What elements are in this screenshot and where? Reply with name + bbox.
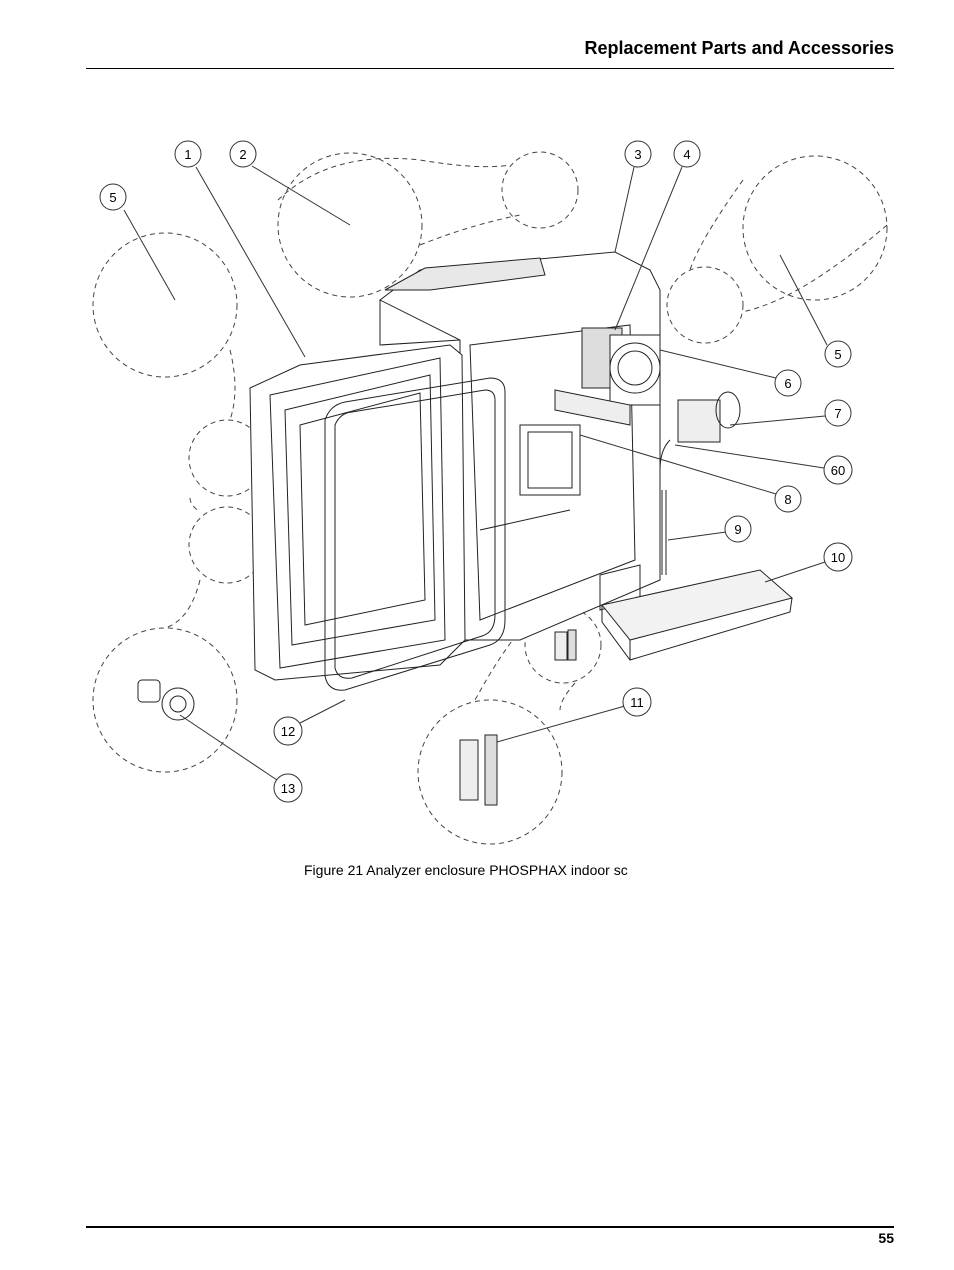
- enclosure-door: [249, 344, 466, 681]
- callout-markers: 1 2 3 4 5 5 6 7 60 8 9 10 11 12 13: [99, 140, 853, 803]
- svg-text:5: 5: [109, 190, 116, 205]
- svg-text:1: 1: [184, 147, 191, 162]
- door-gasket: [324, 377, 506, 691]
- leader-lines: [123, 165, 828, 781]
- header-rule: [86, 68, 894, 69]
- svg-text:13: 13: [281, 781, 295, 796]
- callout-9: 9: [724, 515, 752, 543]
- svg-text:3: 3: [634, 147, 641, 162]
- svg-text:6: 6: [784, 376, 791, 391]
- page-header-title: Replacement Parts and Accessories: [584, 38, 894, 58]
- callout-3: 3: [624, 140, 652, 168]
- callout-10: 10: [823, 542, 853, 572]
- callout-4: 4: [673, 140, 701, 168]
- page-number: 55: [878, 1230, 894, 1246]
- callout-1: 1: [174, 140, 202, 168]
- svg-text:8: 8: [784, 492, 791, 507]
- svg-text:12: 12: [281, 724, 295, 739]
- drip-tray: [601, 569, 794, 661]
- enclosure-body: [379, 251, 661, 641]
- callout-8: 8: [774, 485, 802, 513]
- callout-5-left: 5: [99, 183, 127, 211]
- callout-60: 60: [823, 455, 853, 485]
- callout-12: 12: [273, 716, 303, 746]
- svg-text:9: 9: [734, 522, 741, 537]
- callout-2: 2: [229, 140, 257, 168]
- svg-text:4: 4: [683, 147, 690, 162]
- detail-circles: [92, 151, 888, 845]
- footer-rule: [86, 1226, 894, 1228]
- svg-text:2: 2: [239, 147, 246, 162]
- svg-text:7: 7: [834, 406, 841, 421]
- callout-7: 7: [824, 399, 852, 427]
- figure-caption: Figure 21 Analyzer enclosure PHOSPHAX in…: [304, 862, 628, 878]
- svg-text:10: 10: [831, 550, 845, 565]
- hinge-parts: [459, 629, 577, 806]
- callout-6: 6: [774, 369, 802, 397]
- exploded-view-figure: 1 2 3 4 5 5 6 7 60 8 9 10 11 12 13: [92, 140, 888, 845]
- svg-text:60: 60: [831, 463, 845, 478]
- accessory-parts: [659, 391, 741, 575]
- callout-5-right: 5: [824, 340, 852, 368]
- callout-11: 11: [622, 687, 652, 717]
- svg-text:5: 5: [834, 347, 841, 362]
- callout-13: 13: [273, 773, 303, 803]
- lock-parts: [137, 679, 195, 721]
- svg-text:11: 11: [630, 695, 644, 710]
